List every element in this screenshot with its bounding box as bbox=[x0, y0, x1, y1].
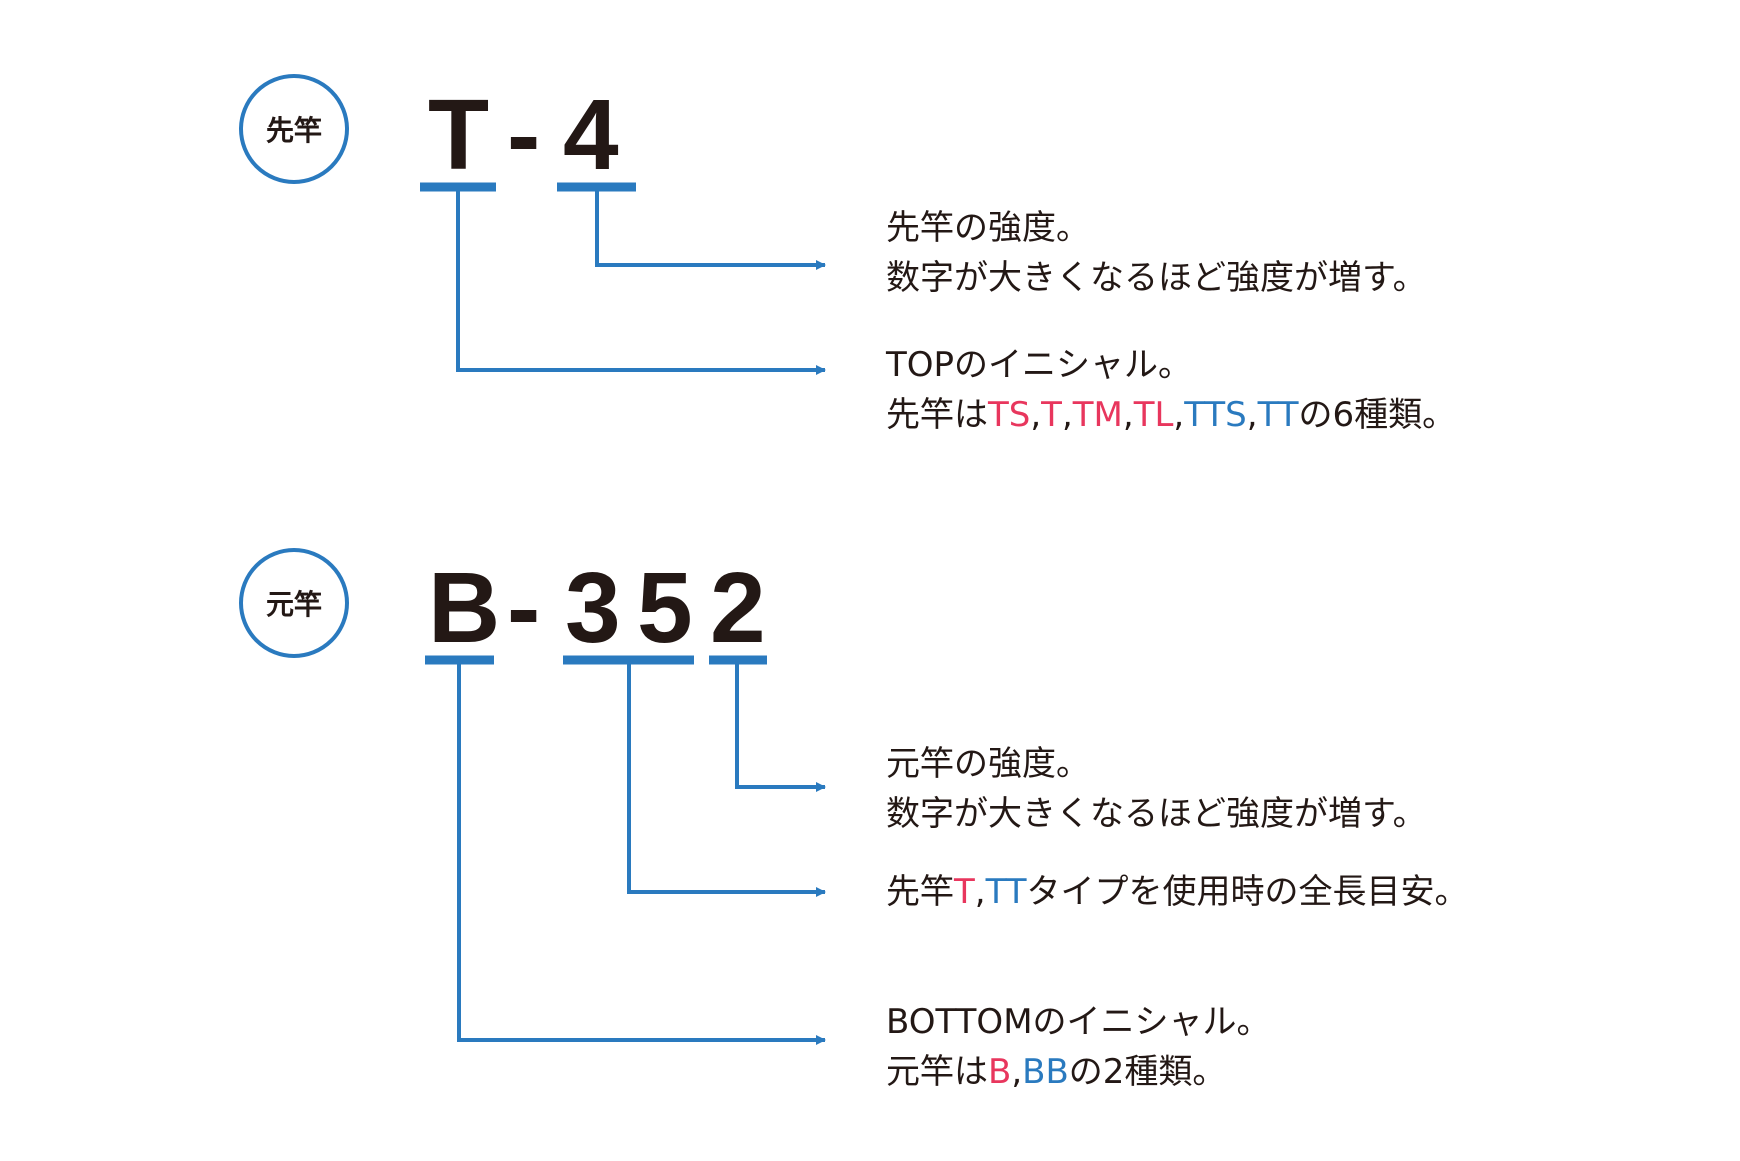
arrow-B-initial bbox=[457, 660, 826, 1045]
type-TM: TM bbox=[1072, 395, 1123, 435]
comma: , bbox=[1173, 395, 1185, 435]
badge-bottom-rod: 元竿 bbox=[239, 548, 349, 658]
comma: , bbox=[1246, 395, 1258, 435]
type-B: B bbox=[988, 1052, 1012, 1092]
type-T: T bbox=[954, 872, 975, 912]
code-digit: 2 bbox=[710, 552, 780, 664]
code-dash: - bbox=[507, 552, 555, 664]
code-letter: B bbox=[428, 552, 515, 664]
desc-suffix: タイプを使用時の全長目安。 bbox=[1026, 872, 1469, 912]
code-letter: T bbox=[428, 79, 504, 191]
desc-suffix: の6種類。 bbox=[1298, 395, 1457, 435]
type-BB: BB bbox=[1022, 1052, 1069, 1092]
desc-prefix: 先竿は bbox=[886, 395, 988, 435]
desc-top-initial: TOPのイニシャル。 先竿はTS,T,TM,TL,TTS,TTの6種類。 bbox=[886, 340, 1456, 440]
comma: , bbox=[974, 872, 986, 912]
code-digit: 5 bbox=[637, 552, 707, 664]
desc-bottom-strength: 元竿の強度。 数字が大きくなるほど強度が増す。 bbox=[886, 739, 1427, 839]
desc-line: 数字が大きくなるほど強度が増す。 bbox=[886, 258, 1427, 298]
comma: , bbox=[1122, 395, 1134, 435]
badge-label: 先竿 bbox=[265, 114, 322, 147]
desc-line: 元竿の強度。 bbox=[886, 744, 1090, 784]
badge-top-rod: 先竿 bbox=[239, 74, 349, 184]
type-TT: TT bbox=[985, 872, 1027, 912]
badge-label: 元竿 bbox=[265, 588, 322, 621]
desc-prefix: 先竿 bbox=[886, 872, 954, 912]
desc-line: 数字が大きくなるほど強度が増す。 bbox=[886, 794, 1427, 834]
comma: , bbox=[1011, 1052, 1023, 1092]
desc-line: TOPのイニシャル。 bbox=[886, 345, 1193, 385]
type-TTS: TTS bbox=[1184, 395, 1247, 435]
desc-suffix: の2種類。 bbox=[1068, 1052, 1227, 1092]
arrow-T-initial bbox=[456, 187, 826, 375]
arrow-35-length bbox=[627, 660, 826, 897]
type-TS: TS bbox=[988, 395, 1031, 435]
comma: , bbox=[1030, 395, 1042, 435]
code-digit: 3 bbox=[565, 552, 635, 664]
type-TT: TT bbox=[1257, 395, 1299, 435]
code-number: 4 bbox=[563, 79, 633, 191]
desc-top-strength: 先竿の強度。 数字が大きくなるほど強度が増す。 bbox=[886, 203, 1427, 303]
type-T: T bbox=[1041, 395, 1062, 435]
arrow-4-strength bbox=[595, 187, 826, 270]
desc-bottom-initial: BOTTOMのイニシャル。 元竿はB,BBの2種類。 bbox=[886, 997, 1271, 1097]
arrow-2-strength bbox=[735, 660, 826, 792]
desc-line-types: 元竿はB,BBの2種類。 bbox=[886, 1047, 1271, 1097]
desc-line: 先竿の強度。 bbox=[886, 208, 1090, 248]
desc-prefix: 元竿は bbox=[886, 1052, 988, 1092]
desc-line: BOTTOMのイニシャル。 bbox=[886, 1002, 1271, 1042]
comma: , bbox=[1061, 395, 1073, 435]
desc-line-types: 先竿はTS,T,TM,TL,TTS,TTの6種類。 bbox=[886, 390, 1456, 440]
code-dash: - bbox=[507, 79, 555, 191]
desc-bottom-length: 先竿T,TTタイプを使用時の全長目安。 bbox=[886, 867, 1469, 917]
type-TL: TL bbox=[1133, 395, 1174, 435]
